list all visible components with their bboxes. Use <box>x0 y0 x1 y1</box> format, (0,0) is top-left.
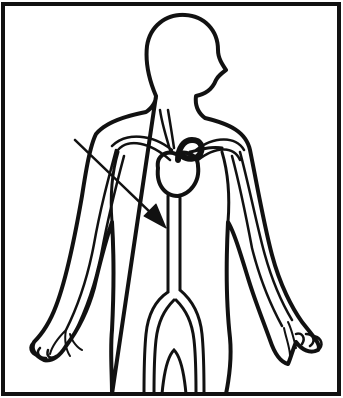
right-arm-vessels <box>232 152 292 326</box>
left-hand-vessels <box>50 330 82 356</box>
leg-vessels-right <box>176 290 204 394</box>
figure-frame <box>3 4 339 394</box>
arrow-icon <box>75 140 166 228</box>
leg-vessels-left <box>144 292 174 394</box>
inner-leg-outline <box>162 350 186 394</box>
right-arm-inner-outline <box>222 152 229 222</box>
descending-aorta <box>168 196 180 292</box>
body-outline <box>33 15 319 394</box>
